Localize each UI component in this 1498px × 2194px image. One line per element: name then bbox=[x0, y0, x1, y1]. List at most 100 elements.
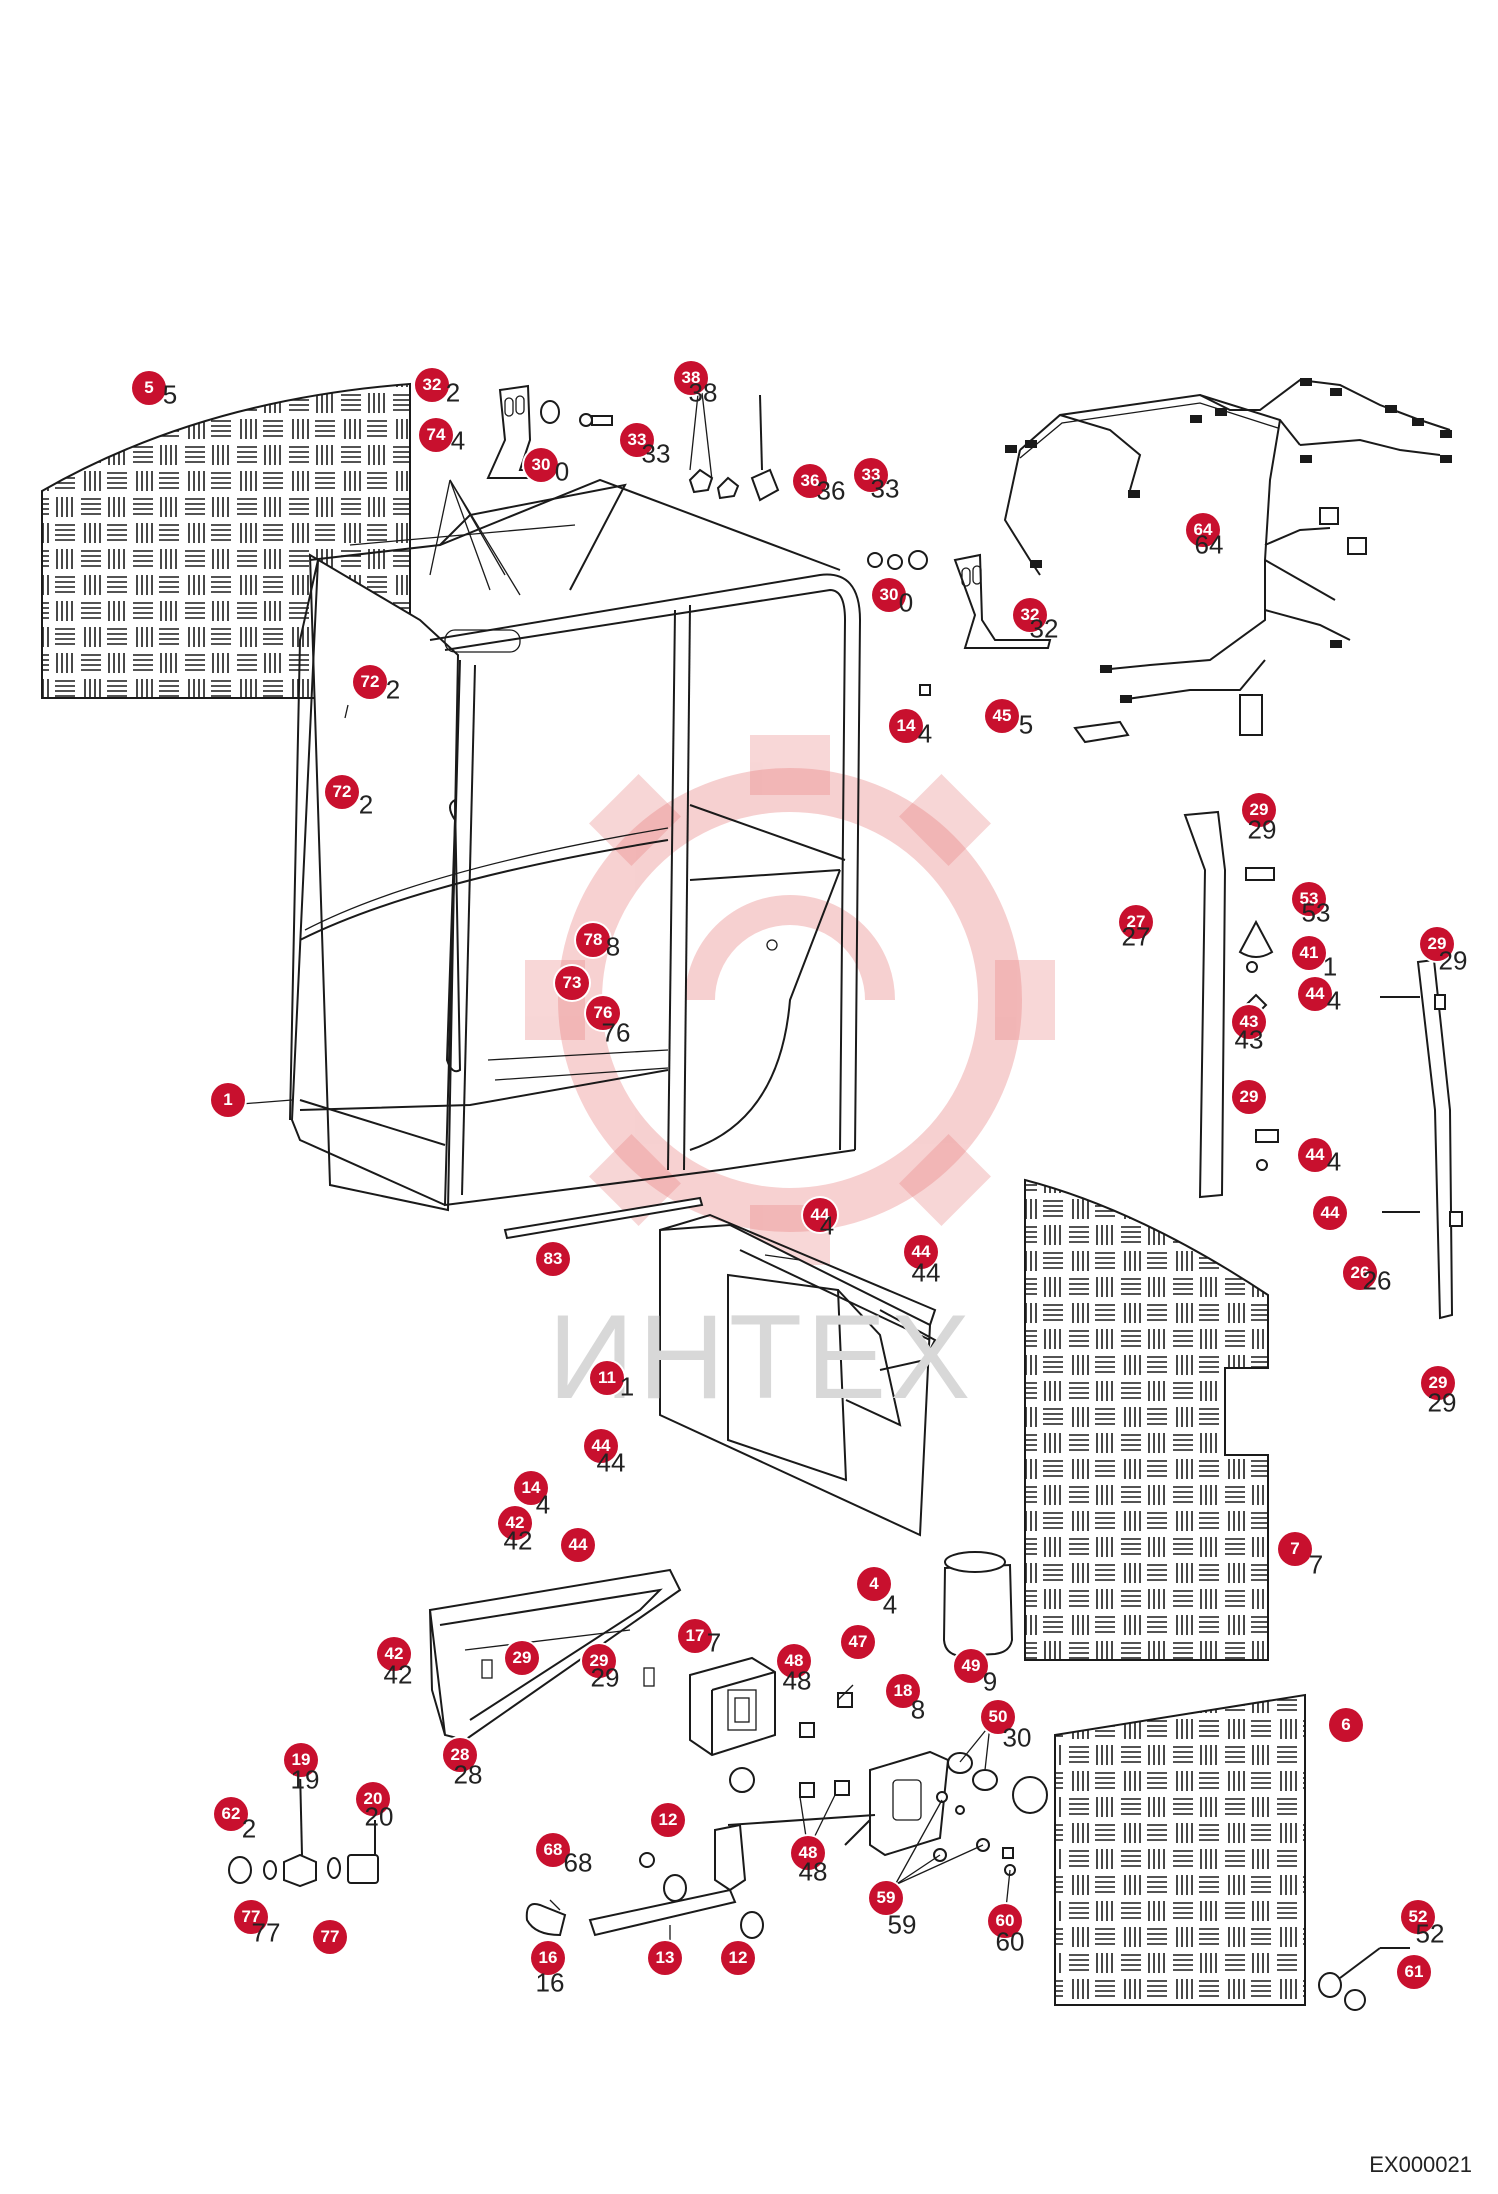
callout-43[interactable]: 43 bbox=[1232, 1005, 1266, 1039]
callout-53[interactable]: 53 bbox=[1292, 882, 1326, 916]
callout-12[interactable]: 12 bbox=[651, 1803, 685, 1837]
callout-44[interactable]: 44 bbox=[1298, 977, 1332, 1011]
part-label: 77 bbox=[251, 1917, 281, 1948]
part-label: 68 bbox=[563, 1847, 593, 1878]
callout-13[interactable]: 13 bbox=[648, 1941, 682, 1975]
callout-59[interactable]: 59 bbox=[869, 1881, 903, 1915]
callout-76[interactable]: 76 bbox=[586, 996, 620, 1030]
part-label: 42 bbox=[503, 1525, 533, 1556]
callout-44[interactable]: 44 bbox=[561, 1528, 595, 1562]
callout-47[interactable]: 47 bbox=[841, 1625, 875, 1659]
part-label: 4 bbox=[535, 1489, 551, 1520]
callout-29[interactable]: 29 bbox=[1232, 1080, 1266, 1114]
callout-38[interactable]: 38 bbox=[674, 361, 708, 395]
callout-17[interactable]: 17 bbox=[678, 1619, 712, 1653]
callout-48[interactable]: 48 bbox=[777, 1644, 811, 1678]
callout-1[interactable]: 1 bbox=[211, 1083, 245, 1117]
callout-83[interactable]: 83 bbox=[536, 1242, 570, 1276]
callout-14[interactable]: 14 bbox=[889, 709, 923, 743]
mat-panel-7 bbox=[1024, 1178, 1269, 1661]
callout-32[interactable]: 32 bbox=[1013, 598, 1047, 632]
callout-18[interactable]: 18 bbox=[886, 1674, 920, 1708]
callout-33[interactable]: 33 bbox=[854, 458, 888, 492]
callout-44[interactable]: 44 bbox=[1313, 1196, 1347, 1230]
link-13 bbox=[588, 1814, 876, 1939]
callout-68[interactable]: 68 bbox=[536, 1833, 570, 1867]
part-label: 4 bbox=[1326, 985, 1342, 1016]
wire-harness-64 bbox=[1003, 378, 1452, 736]
callout-29[interactable]: 29 bbox=[505, 1641, 539, 1675]
callout-11[interactable]: 11 bbox=[590, 1361, 624, 1395]
callout-28[interactable]: 28 bbox=[443, 1738, 477, 1772]
box-17 bbox=[689, 1656, 776, 1793]
callout-12[interactable]: 12 bbox=[721, 1941, 755, 1975]
callout-44[interactable]: 44 bbox=[904, 1235, 938, 1269]
part-label: 30 bbox=[1002, 1722, 1032, 1753]
part-label: 0 bbox=[898, 587, 914, 618]
callout-49[interactable]: 49 bbox=[954, 1649, 988, 1683]
callout-64[interactable]: 64 bbox=[1186, 513, 1220, 547]
strip-83 bbox=[503, 1196, 704, 1240]
part-label: 4 bbox=[819, 1210, 835, 1241]
trim-strip-26 bbox=[1416, 958, 1454, 1320]
callout-29[interactable]: 29 bbox=[1242, 793, 1276, 827]
callout-61[interactable]: 61 bbox=[1397, 1955, 1431, 1989]
callout-72[interactable]: 72 bbox=[325, 775, 359, 809]
callout-4[interactable]: 4 bbox=[857, 1567, 891, 1601]
callout-78[interactable]: 78 bbox=[576, 923, 610, 957]
callout-77[interactable]: 77 bbox=[234, 1900, 268, 1934]
callout-45[interactable]: 45 bbox=[985, 699, 1019, 733]
callout-44[interactable]: 44 bbox=[584, 1429, 618, 1463]
part-label: 59 bbox=[887, 1909, 917, 1940]
part-label: 5 bbox=[1018, 709, 1034, 740]
callout-52[interactable]: 52 bbox=[1401, 1900, 1435, 1934]
callout-5[interactable]: 5 bbox=[132, 371, 166, 405]
part-label: 26 bbox=[1362, 1265, 1392, 1296]
callout-30[interactable]: 30 bbox=[524, 448, 558, 482]
callout-42[interactable]: 42 bbox=[377, 1637, 411, 1671]
callout-16[interactable]: 16 bbox=[531, 1941, 565, 1975]
part-label: 28 bbox=[453, 1759, 483, 1790]
callout-14[interactable]: 14 bbox=[514, 1471, 548, 1505]
part-label: 29 bbox=[1247, 814, 1277, 845]
watermark-text: ИНТЕХ bbox=[548, 1290, 975, 1424]
callout-19[interactable]: 19 bbox=[284, 1743, 318, 1777]
callout-42[interactable]: 42 bbox=[498, 1506, 532, 1540]
callout-36[interactable]: 36 bbox=[793, 464, 827, 498]
callout-6[interactable]: 6 bbox=[1329, 1708, 1363, 1742]
callout-60[interactable]: 60 bbox=[988, 1904, 1022, 1938]
callout-74[interactable]: 74 bbox=[419, 418, 453, 452]
part-label: 20 bbox=[364, 1801, 394, 1832]
part-label: 4 bbox=[882, 1589, 898, 1620]
callout-26[interactable]: 26 bbox=[1343, 1256, 1377, 1290]
callout-33[interactable]: 33 bbox=[620, 423, 654, 457]
callout-48[interactable]: 48 bbox=[791, 1836, 825, 1870]
callout-50[interactable]: 50 bbox=[981, 1700, 1015, 1734]
rear-panel-11 bbox=[659, 1213, 937, 1537]
callout-29[interactable]: 29 bbox=[1420, 927, 1454, 961]
leader-lines bbox=[227, 374, 1011, 1945]
callout-44[interactable]: 44 bbox=[803, 1198, 837, 1232]
bottle-4 bbox=[942, 1551, 1014, 1658]
part-label: 4 bbox=[1326, 1146, 1342, 1177]
callout-30[interactable]: 30 bbox=[872, 578, 906, 612]
part-label: 2 bbox=[241, 1813, 257, 1844]
mat-panel-6 bbox=[1054, 1693, 1306, 2006]
part-label: 7 bbox=[1308, 1549, 1324, 1580]
callout-29[interactable]: 29 bbox=[582, 1644, 616, 1678]
callout-62[interactable]: 62 bbox=[214, 1797, 248, 1831]
part-label: 36 bbox=[816, 475, 846, 506]
callout-77[interactable]: 77 bbox=[313, 1920, 347, 1954]
callout-44[interactable]: 44 bbox=[1298, 1138, 1332, 1172]
callout-73[interactable]: 73 bbox=[555, 966, 589, 1000]
callout-41[interactable]: 41 bbox=[1292, 936, 1326, 970]
callout-7[interactable]: 7 bbox=[1278, 1532, 1312, 1566]
callout-32[interactable]: 32 bbox=[415, 368, 449, 402]
callout-29[interactable]: 29 bbox=[1421, 1366, 1455, 1400]
part-label: 16 bbox=[535, 1967, 565, 1998]
callout-72[interactable]: 72 bbox=[353, 665, 387, 699]
callout-27[interactable]: 27 bbox=[1119, 905, 1153, 939]
bracket-18 bbox=[844, 1750, 950, 1857]
callout-20[interactable]: 20 bbox=[356, 1782, 390, 1816]
